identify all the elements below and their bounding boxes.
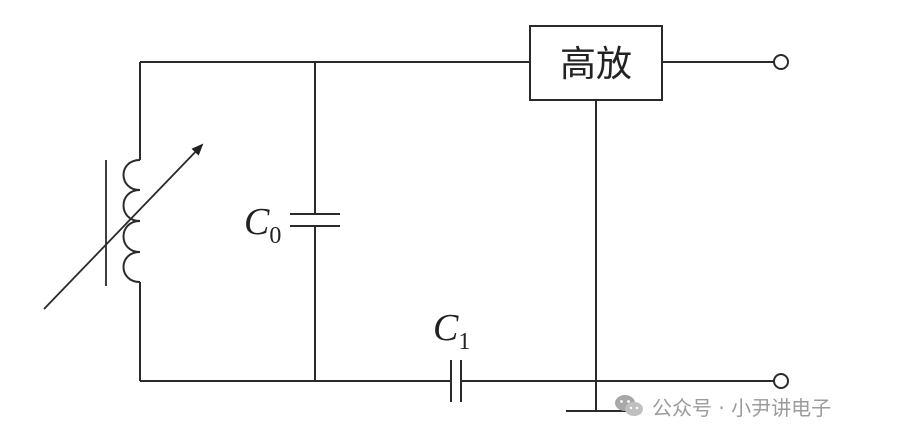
c1-label-symbol: C bbox=[433, 307, 459, 349]
variable-arrow bbox=[43, 143, 204, 310]
c0-label: C0 bbox=[244, 201, 281, 249]
inductor-coil bbox=[122, 159, 141, 283]
c1-label-subscript: 1 bbox=[458, 329, 470, 355]
wechat-icon bbox=[615, 395, 643, 416]
c0-label-subscript: 0 bbox=[269, 223, 281, 249]
output-terminal-top bbox=[773, 54, 789, 70]
amplifier-label: 高放 bbox=[560, 44, 632, 85]
watermark-text: 公众号 · 小尹讲电子 bbox=[652, 395, 832, 420]
output-terminal-bottom bbox=[773, 373, 789, 389]
c1-label: C1 bbox=[433, 307, 470, 355]
watermark: 公众号 · 小尹讲电子 bbox=[614, 390, 831, 422]
c0-label-symbol: C bbox=[244, 201, 270, 243]
